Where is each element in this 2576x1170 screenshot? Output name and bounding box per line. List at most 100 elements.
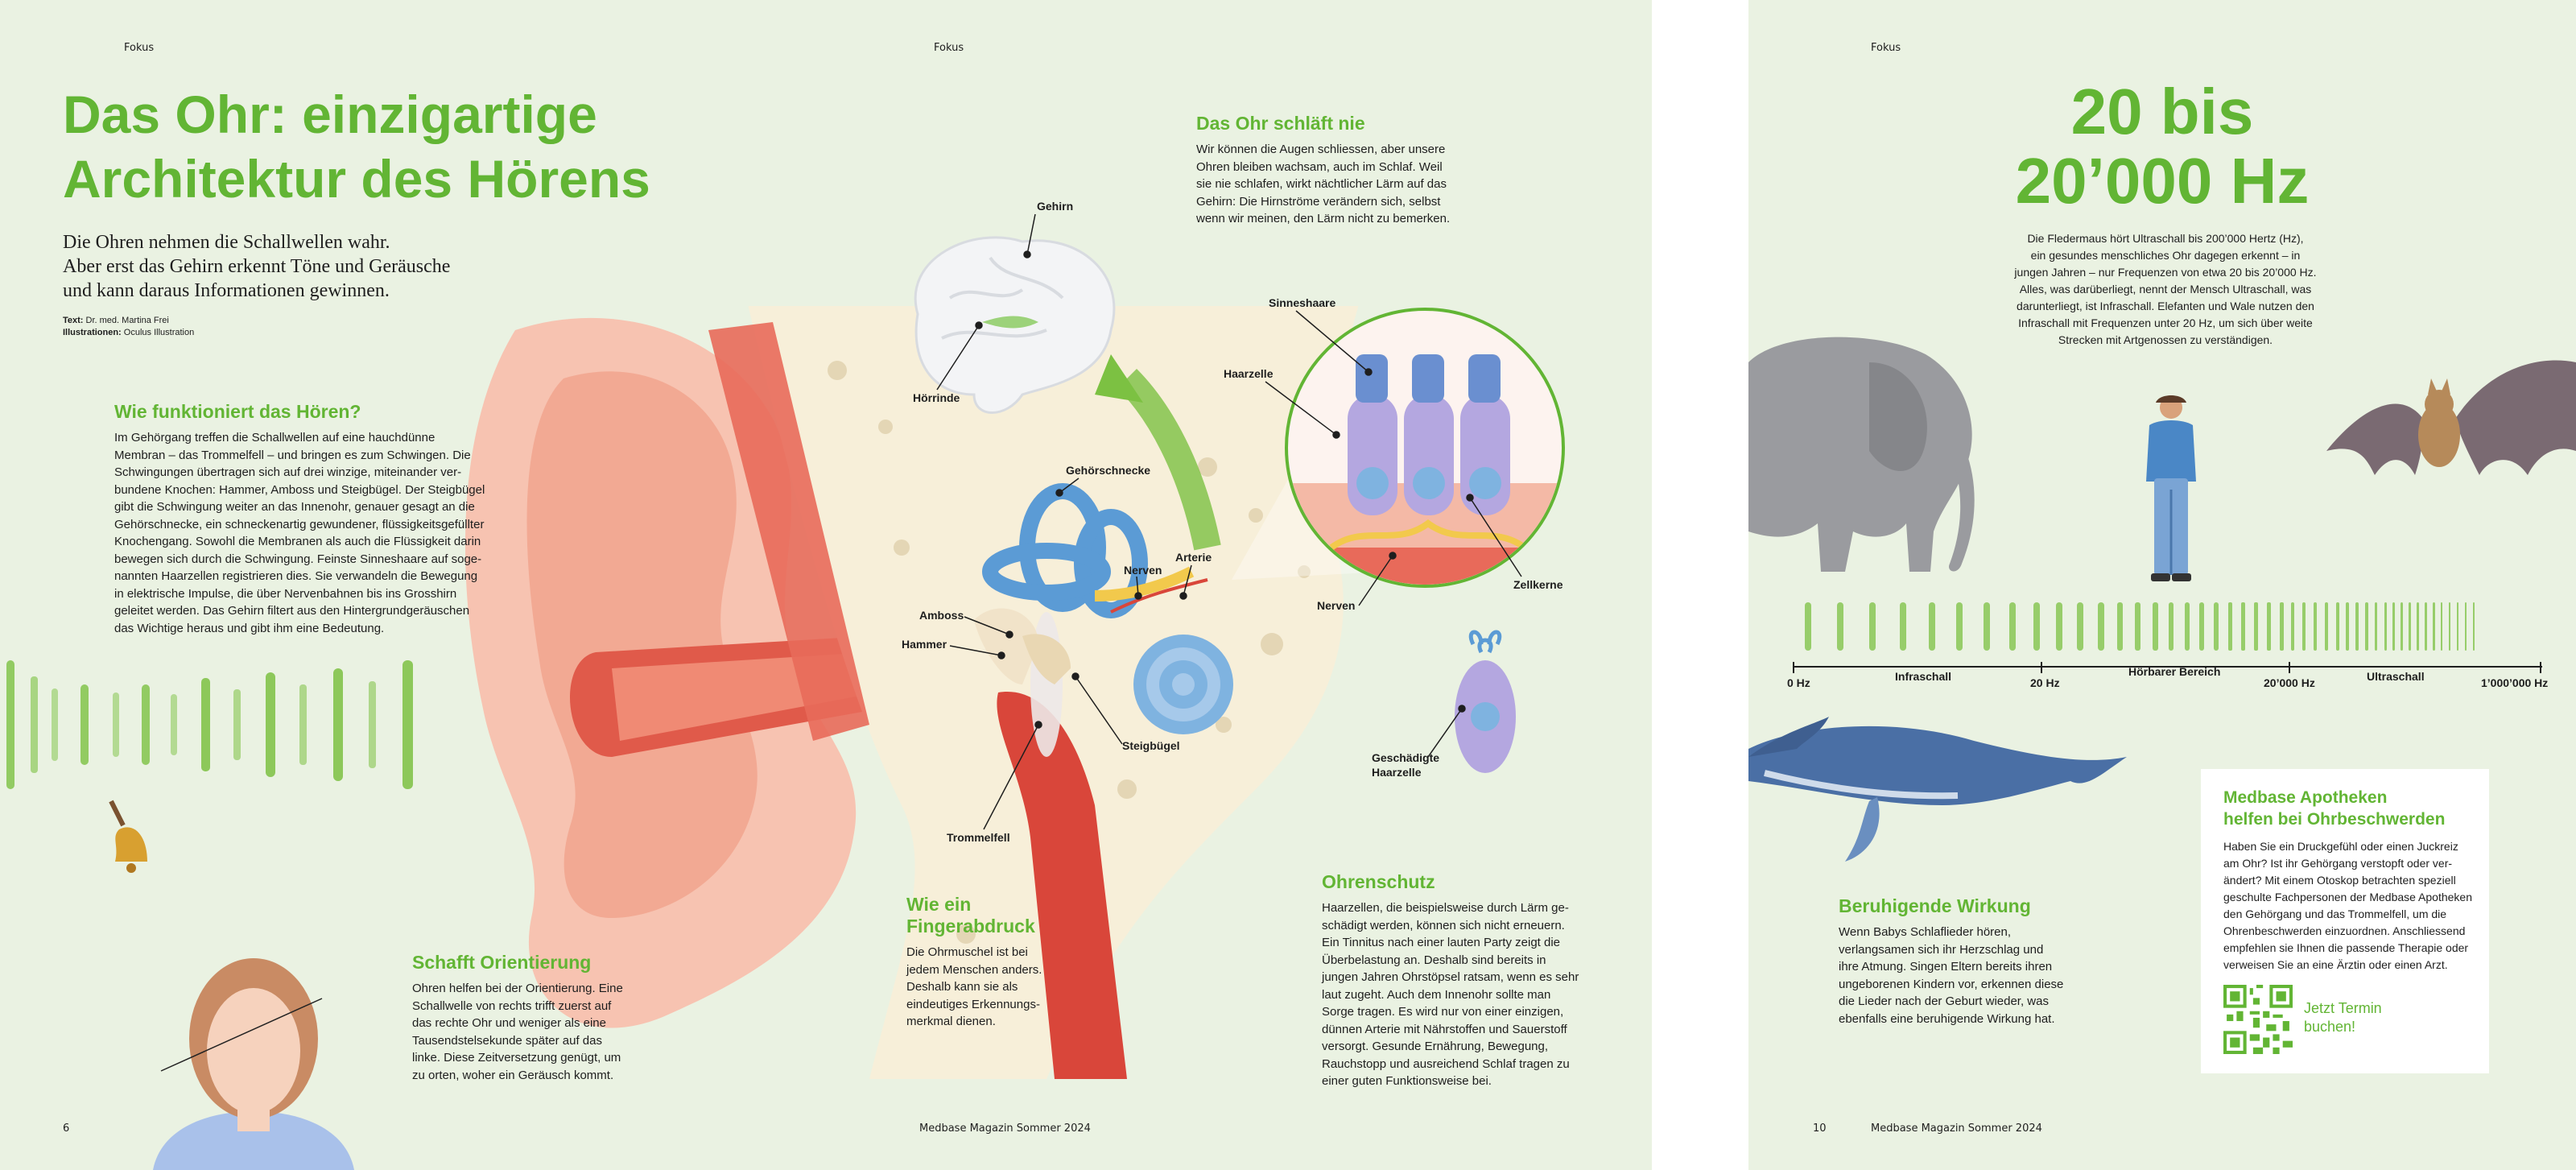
box-title: Medbase Apotheken helfen bei Ohrbeschwer… bbox=[2223, 787, 2445, 830]
how-hearing-works-section: Wie funktioniert das Hören? Im Gehörgang… bbox=[114, 401, 517, 637]
text-line: Knochengang. Sowohl die Membranen als au… bbox=[114, 535, 481, 548]
frequency-wave-band bbox=[1805, 602, 2475, 651]
right-page: 0 Hz Infraschall 20 Hz Hörbarer Bereich … bbox=[1748, 0, 2576, 1170]
sound-waves bbox=[6, 660, 413, 789]
text-line: geschulte Fachpersonen der Medbase Apoth… bbox=[2223, 891, 2472, 903]
ear-anatomy-illustration bbox=[6, 306, 1385, 1079]
section-title: Schafft Orientierung bbox=[412, 952, 592, 973]
text-line: bewegen sich durch die Schwingung. Feins… bbox=[114, 552, 482, 566]
text-line: Schwingungen übertragen sich auf drei wi… bbox=[114, 465, 462, 479]
title-line: Architektur des Hörens bbox=[63, 149, 650, 209]
credit-author: Dr. med. Martina Frei bbox=[85, 316, 169, 325]
text-line: jedem Menschen anders. bbox=[906, 962, 1042, 977]
whale-illustration bbox=[1748, 717, 2127, 862]
section-title: Wie ein Fingerabdruck bbox=[906, 894, 1067, 937]
label-nerven: Nerven bbox=[1317, 599, 1356, 612]
scale-band-infrasound: Infraschall bbox=[1895, 670, 1952, 683]
text-line: am Ohr? Ist ihr Gehörgang verstopft oder… bbox=[2223, 857, 2453, 870]
lead-line: und kann daraus Informationen gewinnen. bbox=[63, 280, 390, 301]
qr-code-icon[interactable] bbox=[2223, 985, 2293, 1054]
text-line: schädigt werden, können sich nicht erneu… bbox=[1322, 918, 1565, 932]
scale-tick-max: 1’000’000 Hz bbox=[2481, 676, 2549, 689]
title-line: Fingerabdruck bbox=[906, 916, 1035, 936]
scale-tick-20hz: 20 Hz bbox=[2030, 676, 2060, 689]
book-appointment-link[interactable]: Jetzt Termin buchen! bbox=[2304, 999, 2382, 1036]
text-line: ihre Atmung. Singen Eltern bereits ihren bbox=[1839, 960, 2053, 974]
section-body: Haarzellen, die beispielsweise durch Lär… bbox=[1322, 899, 1596, 1090]
woman-illustration bbox=[153, 958, 354, 1170]
title-line: Das Ohr: einzigartige bbox=[63, 85, 597, 144]
person-illustration bbox=[2146, 395, 2196, 581]
credit-label: Text: bbox=[63, 316, 84, 325]
label-trommelfell: Trommelfell bbox=[947, 831, 1010, 844]
text-line: versorgt. Gesunde Ernährung, Bewegung, bbox=[1322, 1040, 1549, 1053]
credit-illustrator: Oculus Illustration bbox=[123, 328, 195, 337]
hair-cell-zoom bbox=[1285, 308, 1565, 588]
label-damaged-hair-cell: Geschädigte Haarzelle bbox=[1372, 750, 1439, 779]
frequency-title: 20 bis 20’000 Hz bbox=[1748, 77, 2576, 216]
section-title: Ohrenschutz bbox=[1322, 871, 1435, 892]
title-line: Wie ein bbox=[906, 894, 972, 915]
text-line: wenn wir meinen, den Lärm nicht zu bemer… bbox=[1196, 212, 1451, 225]
text-line: linke. Diese Zeitversetzung genügt, um bbox=[412, 1051, 621, 1065]
text-line: dünnen Arterie mit Nährstoffen und Sauer… bbox=[1322, 1022, 1567, 1036]
text-line: Sorge tragen. Es wird nur von einer einz… bbox=[1322, 1005, 1564, 1019]
text-line: jungen Jahren – nur Frequenzen von etwa … bbox=[2014, 266, 2317, 279]
text-line: das Wichtige heraus und gibt ihm eine Be… bbox=[114, 621, 385, 635]
label-gehirn: Gehirn bbox=[1037, 200, 1074, 213]
fingerprint-section: Wie ein Fingerabdruck Die Ohrmuschel ist… bbox=[906, 894, 1067, 1031]
frequency-intro: Die Fledermaus hört Ultraschall bis 200’… bbox=[1884, 230, 2447, 349]
text-line: ein gesundes menschliches Ohr dagegen er… bbox=[2030, 249, 2301, 262]
bat-illustration bbox=[2326, 360, 2576, 475]
section-body: Im Gehörgang treffen die Schallwellen au… bbox=[114, 429, 517, 637]
cta-line: buchen! bbox=[2304, 1019, 2356, 1035]
section-title: Wie funktioniert das Hören? bbox=[114, 401, 361, 422]
text-line: Überbelastung an. Deshalb sind bereits i… bbox=[1322, 953, 1546, 967]
page-number: 6 bbox=[63, 1122, 70, 1135]
text-line: den Gehörgang und das Trommelfell, um di… bbox=[2223, 907, 2447, 920]
lead-text: Die Ohren nehmen die Schallwellen wahr. … bbox=[63, 230, 562, 303]
label-gehoerschnecke: Gehörschnecke bbox=[1066, 464, 1151, 477]
text-line: in elektrische Impulse, die über Nervenb… bbox=[114, 586, 457, 601]
text-line: geleitet werden. Das Gehirn filtert aus … bbox=[114, 604, 470, 618]
text-line: Deshalb kann sie als bbox=[906, 980, 1018, 994]
text-line: eindeutiges Erkennungs- bbox=[906, 997, 1040, 1011]
cta-line: Jetzt Termin bbox=[2304, 1000, 2382, 1016]
text-line: empfehlen sie Ihnen die passende Therapi… bbox=[2223, 941, 2469, 954]
text-line: sie nie schlafen, wirkt nächtlicher Lärm… bbox=[1196, 177, 1447, 191]
text-line: verweisen Sie an eine Ärztin oder einen … bbox=[2223, 958, 2448, 971]
text-line: das rechte Ohr und weniger als eine bbox=[412, 1016, 606, 1030]
text-line: verlangsamen sich ihr Herzschlag und bbox=[1839, 942, 2044, 957]
label-line: Haarzelle bbox=[1372, 766, 1422, 779]
text-line: Im Gehörgang treffen die Schallwellen au… bbox=[114, 431, 436, 444]
page-title: Das Ohr: einzigartige Architektur des Hö… bbox=[63, 82, 675, 211]
text-line: gibt die Schwingung weiter an das Inneno… bbox=[114, 500, 475, 514]
section-title: Beruhigende Wirkung bbox=[1839, 895, 2031, 916]
medbase-info-box: Medbase Apotheken helfen bei Ohrbeschwer… bbox=[2201, 769, 2489, 1073]
text-line: Infraschall mit Frequenzen unter 20 Hz, … bbox=[2018, 316, 2313, 329]
text-line: Membran – das Trommelfell – und bringen … bbox=[114, 448, 471, 462]
text-line: einer guten Funktionsweise bei. bbox=[1322, 1074, 1492, 1088]
section-title: Das Ohr schläft nie bbox=[1196, 113, 1365, 134]
text-line: Wir können die Augen schliessen, aber un… bbox=[1196, 143, 1446, 156]
ear-protection-section: Ohrenschutz Haarzellen, die beispielswei… bbox=[1322, 871, 1596, 1090]
elephant-illustration bbox=[1748, 337, 1975, 572]
label-arterie: Arterie bbox=[1175, 551, 1212, 564]
frequency-scale bbox=[1793, 662, 2542, 673]
damaged-hair-cell bbox=[1455, 630, 1516, 773]
calming-effect-section: Beruhigende Wirkung Wenn Babys Schlaflie… bbox=[1839, 895, 2096, 1027]
orientation-section: Schafft Orientierung Ohren helfen bei de… bbox=[412, 952, 630, 1084]
text-line: bundene Knochen: Hammer, Amboss und Stei… bbox=[114, 482, 485, 497]
leader-lines bbox=[936, 213, 1522, 830]
scale-band-ultrasound: Ultraschall bbox=[2367, 670, 2425, 683]
cochlea-spiral bbox=[1133, 635, 1233, 734]
text-line: Ohren bleiben wachsam, auch im Schlaf. W… bbox=[1196, 159, 1443, 174]
text-line: Schallwelle von rechts trifft zuerst auf bbox=[412, 998, 612, 1013]
label-hammer: Hammer bbox=[902, 638, 947, 651]
title-line: 20’000 Hz bbox=[2015, 145, 2310, 217]
label-sinneshaare: Sinneshaare bbox=[1269, 296, 1336, 309]
credit-label: Illustrationen: bbox=[63, 328, 122, 337]
text-line: darunterliegt, ist Infraschall. Elefante… bbox=[2017, 300, 2314, 312]
text-line: Ein Tinnitus nach einer lauten Party zei… bbox=[1322, 936, 1561, 949]
text-line: die Lieder nach der Geburt wieder, was bbox=[1839, 994, 2049, 1008]
